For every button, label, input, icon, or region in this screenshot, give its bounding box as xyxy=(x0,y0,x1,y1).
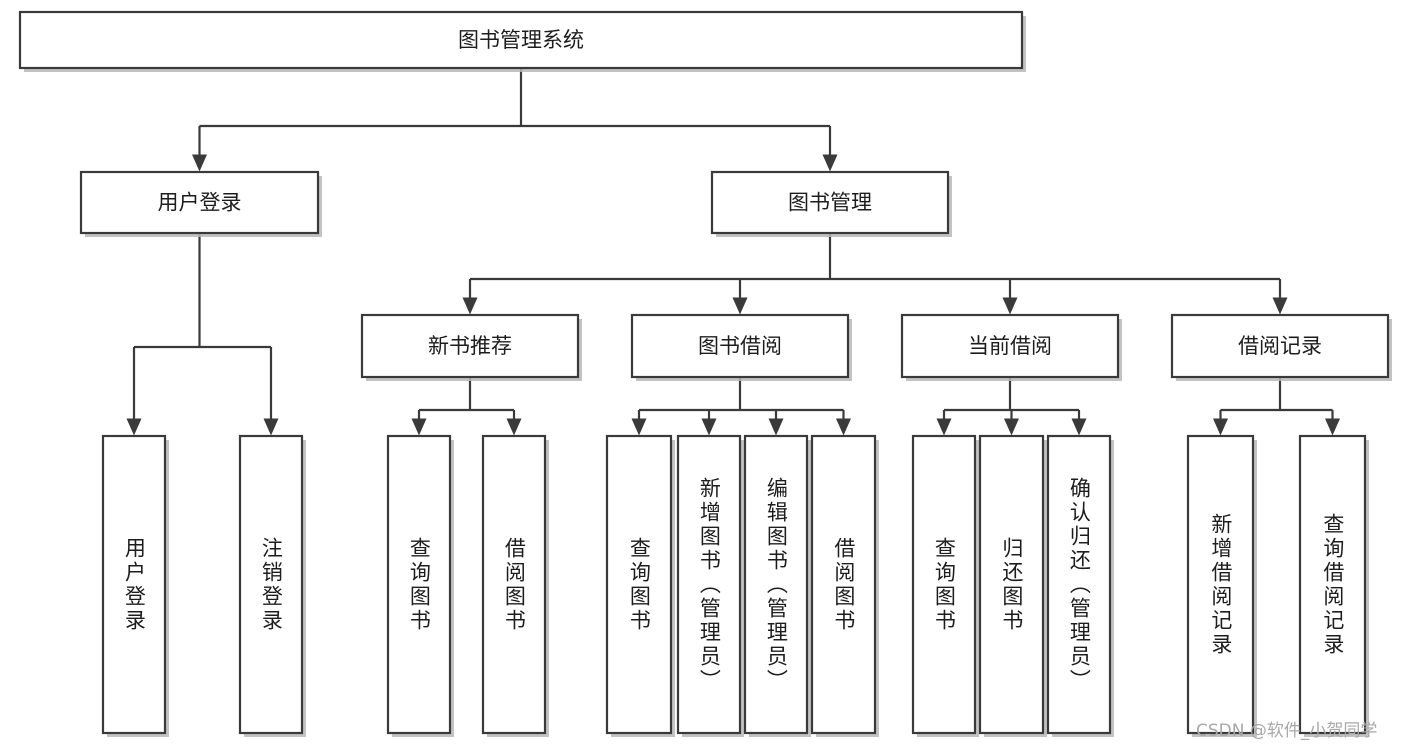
node-l-cb-query[interactable] xyxy=(911,434,977,735)
node-l-cb-return[interactable] xyxy=(978,434,1045,735)
connector-group-n-user-login xyxy=(126,233,279,436)
connector-group-n-borrow-record xyxy=(1213,377,1340,436)
arrow-head-icon xyxy=(822,154,838,172)
arrow-head-icon xyxy=(1004,418,1019,436)
node-l-br-add[interactable] xyxy=(1186,434,1255,735)
node-l-nbr-query[interactable] xyxy=(386,434,452,735)
node-n-new-book-rec-label: 新书推荐 xyxy=(428,334,512,358)
arrow-head-icon xyxy=(936,418,952,436)
arrow-head-icon xyxy=(1002,297,1018,315)
connector-layer xyxy=(126,68,1340,436)
node-l-bb-add[interactable] xyxy=(676,434,742,735)
connector-group-n-current-borrow xyxy=(936,377,1087,436)
connector-group-root xyxy=(192,68,838,172)
arrow-head-icon xyxy=(732,297,748,315)
arrow-head-icon xyxy=(1071,418,1087,436)
arrow-head-icon xyxy=(126,418,142,436)
connector-group-n-book-mgmt xyxy=(462,233,1288,315)
node-l-user-logout[interactable] xyxy=(238,434,304,735)
arrow-head-icon xyxy=(1213,418,1228,436)
node-l-nbr-borrow[interactable] xyxy=(481,434,547,735)
node-n-current-borrow[interactable] xyxy=(900,313,1120,379)
node-l-bb-borrow[interactable] xyxy=(810,434,877,735)
arrow-head-icon xyxy=(411,418,427,436)
arrow-head-icon xyxy=(1325,418,1340,436)
connector-group-n-new-book-rec xyxy=(411,377,522,436)
node-n-book-borrow[interactable] xyxy=(630,313,850,379)
node-n-current-borrow-label: 当前借阅 xyxy=(968,334,1052,358)
node-n-user-login-label: 用户登录 xyxy=(158,191,242,215)
node-root-label: 图书管理系统 xyxy=(458,28,584,52)
arrow-head-icon xyxy=(836,418,851,436)
node-l-cb-confirm[interactable] xyxy=(1046,434,1112,735)
arrow-head-icon xyxy=(768,418,784,436)
connector-group-n-book-borrow xyxy=(631,377,851,436)
arrow-head-icon xyxy=(192,154,207,172)
node-n-borrow-record-label: 借阅记录 xyxy=(1238,334,1322,358)
arrow-head-icon xyxy=(263,418,279,436)
node-n-borrow-record[interactable] xyxy=(1170,313,1390,379)
node-l-bb-query[interactable] xyxy=(605,434,673,735)
arrow-head-icon xyxy=(701,418,717,436)
arrow-head-icon xyxy=(462,297,478,315)
node-n-book-borrow-label: 图书借阅 xyxy=(698,334,782,358)
arrow-head-icon xyxy=(506,418,522,436)
arrow-head-icon xyxy=(631,418,647,436)
node-n-book-mgmt[interactable] xyxy=(710,170,950,235)
csdn-watermark: CSDN @软件_小贺同学 xyxy=(1196,721,1378,741)
node-root[interactable] xyxy=(18,10,1024,70)
node-n-user-login[interactable] xyxy=(79,170,320,235)
node-l-bb-edit[interactable] xyxy=(743,434,809,735)
node-box-layer xyxy=(18,10,1392,737)
arrow-head-icon xyxy=(1272,297,1288,315)
node-l-user-login[interactable] xyxy=(101,434,167,735)
node-l-br-query[interactable] xyxy=(1298,434,1367,735)
node-n-new-book-rec[interactable] xyxy=(360,313,580,379)
node-n-book-mgmt-label: 图书管理 xyxy=(788,191,872,215)
